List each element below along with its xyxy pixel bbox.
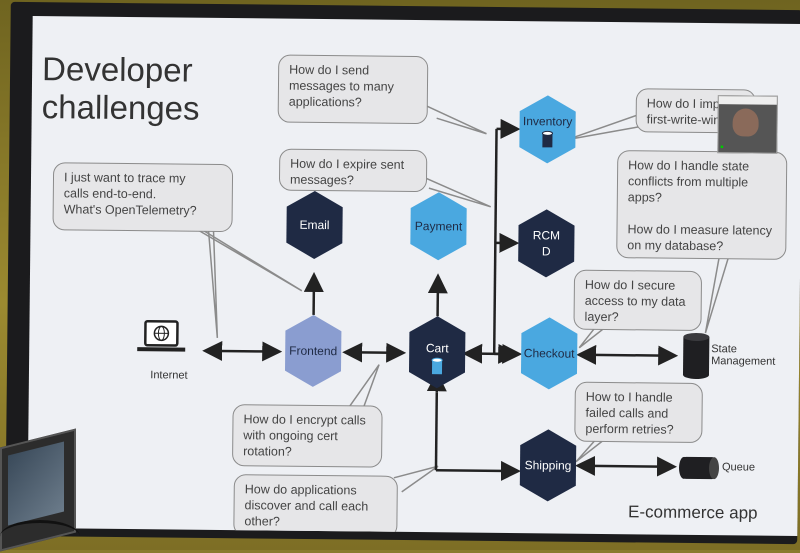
bubble-state-conflicts: How do I handle state conflicts from mul…	[616, 150, 787, 260]
presentation-slide: Developer challenges	[27, 16, 800, 536]
email-label: Email	[299, 218, 329, 232]
globe-laptop-icon	[137, 321, 185, 352]
queue-label: Queue	[722, 461, 772, 474]
bubble-trace-calls: I just want to trace my calls end-to-end…	[52, 162, 233, 232]
checkout-label: Checkout	[524, 346, 576, 361]
inventory-label: Inventory	[523, 114, 573, 129]
database-icon	[542, 131, 552, 147]
video-call-header	[719, 96, 777, 105]
cart-label: Cart	[426, 341, 449, 355]
queue-cylinder-icon	[679, 457, 719, 479]
service-frontend: Frontend	[285, 315, 342, 388]
bubble-encrypt-calls: How do I encrypt calls with ongoing cert…	[232, 404, 383, 468]
database-icon	[683, 333, 709, 379]
rcmd-label-line1: RCM	[533, 228, 560, 242]
internet-label: Internet	[137, 369, 201, 382]
service-cart: Cart	[409, 316, 466, 389]
video-call-status: ■	[720, 144, 723, 150]
rcmd-label-line2: D	[542, 244, 551, 258]
service-shipping: Shipping	[520, 429, 577, 502]
frontend-label: Frontend	[289, 344, 337, 359]
service-payment: Payment	[410, 192, 467, 261]
foreground-cable	[0, 520, 80, 553]
state-management-label: State Management	[711, 343, 791, 368]
video-call-thumbnail: ■	[717, 95, 778, 154]
service-inventory: Inventory	[519, 95, 576, 164]
participant-avatar	[732, 108, 758, 136]
payment-label: Payment	[415, 219, 463, 234]
service-checkout: Checkout	[521, 317, 578, 390]
service-email: Email	[286, 191, 343, 260]
bubble-service-discovery: How do applications discover and call ea…	[233, 474, 398, 536]
database-icon	[432, 358, 442, 374]
shipping-label: Shipping	[525, 458, 572, 472]
bubble-expire-messages: How do I expire sent messages?	[279, 149, 427, 193]
bubble-secure-access: How do I secure access to my data layer?	[573, 270, 702, 331]
service-rcmd: RCM D	[518, 209, 575, 278]
slide-footer: E-commerce app	[628, 502, 758, 523]
bubble-failed-calls: How to I handle failed calls and perform…	[574, 382, 703, 443]
bubble-send-messages: How do I send messages to many applicati…	[278, 55, 429, 125]
